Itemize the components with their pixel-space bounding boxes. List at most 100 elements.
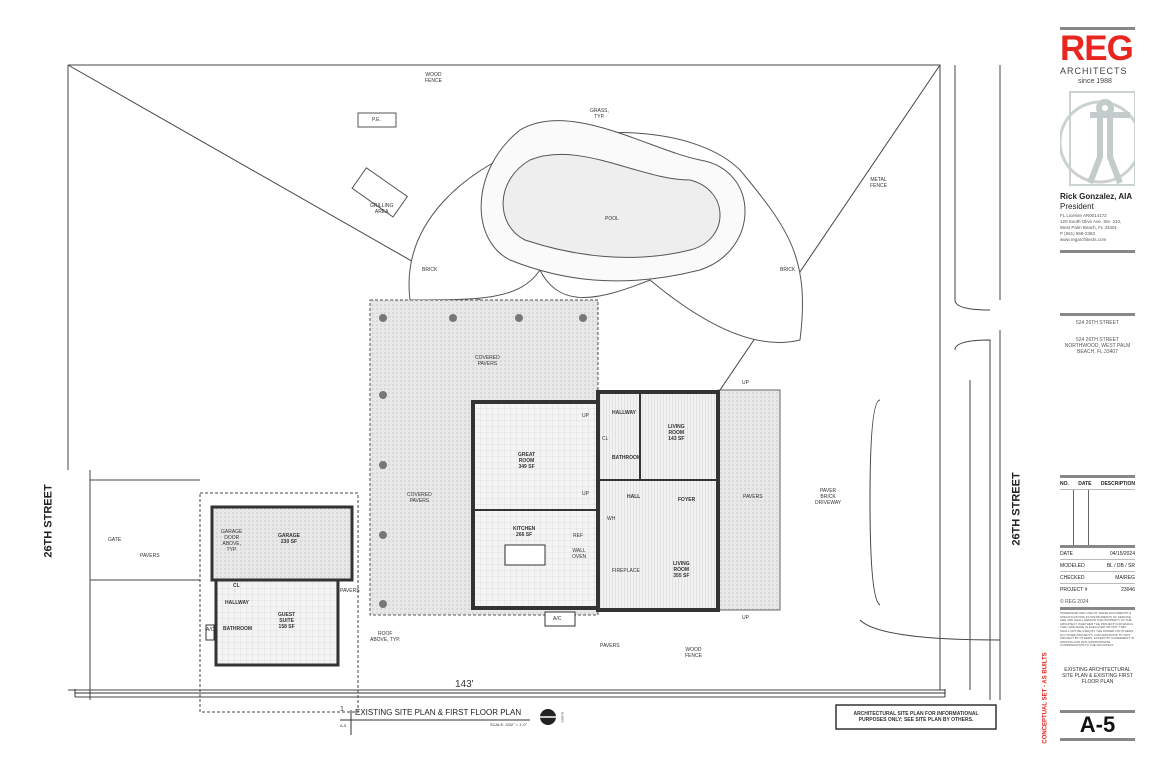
title-underline [340, 710, 530, 735]
room-guest-hallway: HALLWAY [225, 600, 249, 606]
field-project: PROJECT #23046 [1060, 587, 1135, 593]
label-roof-above: ROOF ABOVE, TYP. [370, 631, 401, 643]
revision-divider [1073, 490, 1074, 545]
label-wh: WH [607, 516, 616, 522]
architect-name: Rick Gonzalez, AIA [1060, 192, 1133, 201]
room-bathroom: BATHROOM [612, 455, 642, 461]
pool [502, 153, 721, 258]
pe-box [357, 112, 397, 128]
label-cl: CL [602, 436, 609, 442]
room-hallway: HALLWAY [612, 410, 636, 416]
label-wood-fence: WOOD FENCE [425, 72, 442, 84]
title-block-bar [1060, 313, 1135, 316]
label-covered-pavers-left: COVERED PAVERS [407, 492, 432, 504]
note-text: ARCHITECTURAL SITE PLAN FOR INFORMATIONA… [853, 711, 979, 723]
disclaimer: OWNERSHIP AND USE OF THESE DOCUMENTS & S… [1060, 611, 1134, 648]
label-grilling-area: GRILLING AREA [370, 203, 394, 215]
logo-architects: ARCHITECTS [1060, 66, 1128, 76]
vitruvian-logo-icon [1060, 91, 1135, 186]
rev-description: DESCRIPTION [1100, 481, 1135, 487]
label-brick-left: BRICK [422, 267, 438, 273]
title-block-bar [1060, 738, 1135, 741]
label-grass: GRASS, TYP. [590, 108, 609, 120]
label-pavers-bottom: PAVERS [600, 643, 620, 649]
label-pavers-mid: PAVERS [340, 588, 360, 594]
label-garage-door: GARAGE DOOR ABOVE, TYP. [221, 529, 243, 553]
columns [379, 314, 587, 608]
project-name: 524 26TH STREET [1075, 320, 1120, 326]
right-pavers [717, 389, 781, 611]
label-fireplace: FIREPLACE [612, 568, 640, 574]
label-ref: REF [573, 533, 583, 539]
label-paver-driveway: PAVER BRICK DRIVEWAY [815, 488, 842, 506]
drawing-sheet-ref: A-5 [340, 723, 347, 728]
title-block-bar [1060, 27, 1135, 30]
kitchen-island [504, 544, 546, 566]
dimension-143: 143' [455, 679, 474, 690]
title-block-bar [1060, 710, 1135, 713]
title-block-bar [1060, 475, 1135, 478]
revision-divider [1088, 490, 1089, 545]
label-metal-fence: METAL FENCE [870, 177, 887, 189]
house [471, 390, 720, 612]
sheet-title: EXISTING ARCHITECTURAL SITE PLAN & EXIST… [1062, 667, 1133, 685]
logo-reg: REG [1060, 29, 1134, 68]
label-wall-oven: WALL OVEN [572, 548, 587, 560]
drawing-title: EXISTING SITE PLAN & FIRST FLOOR PLAN [355, 708, 522, 717]
label-up: UP [742, 615, 749, 621]
logo-since: since 1988 [1078, 78, 1112, 85]
street-label-left: 26TH STREET [42, 484, 55, 558]
rev-no: NO. [1060, 481, 1069, 487]
ac-unit-main [544, 611, 576, 627]
label-up: UP [582, 413, 589, 419]
label-covered-pavers-top: COVERED PAVERS [475, 355, 500, 367]
street-label-right: 26TH STREET [1010, 472, 1023, 546]
label-pool: POOL [605, 216, 619, 222]
architect-role: President [1060, 202, 1094, 211]
room-closet: CL [233, 583, 240, 589]
note-box [835, 704, 997, 730]
label-up: UP [742, 380, 749, 386]
guest-suite [214, 578, 340, 667]
north-label: NORTH [560, 711, 565, 723]
rev-date: DATE [1078, 481, 1092, 487]
copyright: © REG 2024 [1060, 599, 1089, 605]
label-pavers-left: PAVERS [140, 553, 160, 559]
grilling-area [351, 167, 409, 218]
room-guest-bathroom: BATHROOM [223, 626, 253, 632]
title-block-bar [1060, 545, 1135, 548]
sheet-number: A-5 [1079, 712, 1116, 737]
room-foyer: FOYER [678, 497, 696, 503]
title-block-bar [1060, 607, 1135, 610]
drawing-number: 1 [340, 706, 344, 713]
pool-deck [351, 112, 803, 343]
architect-contact: FL License AR0014172 120 South Olive Ave… [1060, 213, 1122, 242]
label-pavers-right: PAVERS [743, 494, 763, 500]
label-pe: P.E. [372, 117, 381, 123]
label-ac-main: A/C [553, 616, 562, 622]
label-brick-right: BRICK [780, 267, 796, 273]
drawing-scale: SCALE: 3/32" = 1'-0" [490, 722, 528, 727]
dimension-line [74, 689, 946, 697]
project-address: 524 26TH STREET NORTHWOOD, WEST PALM BEA… [1064, 337, 1131, 355]
revision-header: NO. DATE DESCRIPTION [1060, 481, 1135, 490]
label-wood-fence-bottom: WOOD FENCE [685, 647, 702, 659]
label-gate: GATE [108, 537, 122, 543]
ac-unit-guest [205, 624, 215, 641]
room-hall: HALL [627, 494, 641, 500]
title-block-bar [1060, 250, 1135, 253]
label-ac-guest: A/C [206, 627, 215, 633]
set-label: CONCEPTUAL SET - AS BUILTS [1042, 652, 1049, 744]
guest-structure-roof [199, 492, 359, 713]
